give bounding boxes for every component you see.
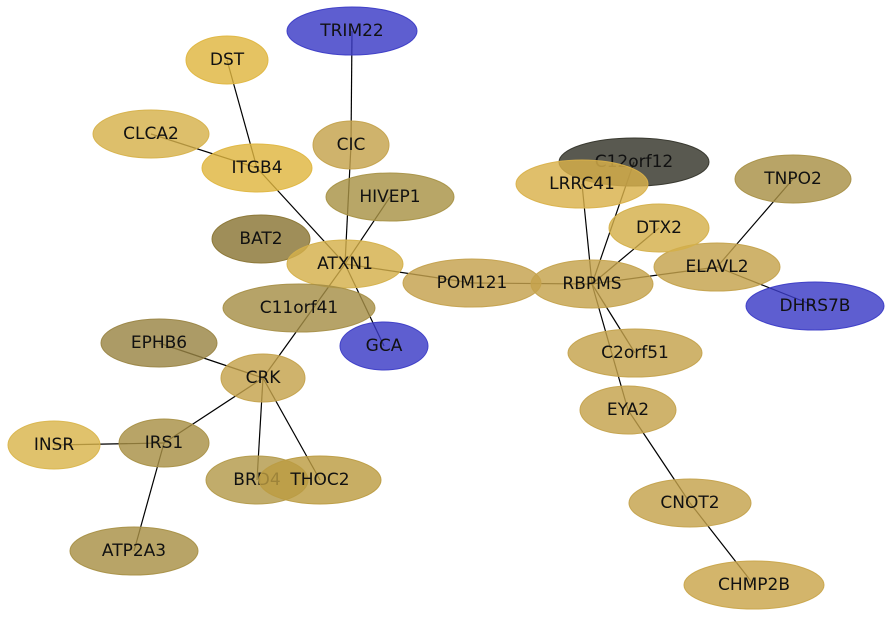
node-label: THOC2 [289,470,349,490]
node-thoc2[interactable]: THOC2 [258,455,382,505]
node-tnpo2[interactable]: TNPO2 [734,154,852,204]
node-ellipse [201,143,313,193]
node-label: DHRS7B [780,296,851,316]
node-label: TNPO2 [763,169,822,189]
node-ellipse [258,455,382,505]
node-ellipse [211,214,311,264]
node-pom121[interactable]: POM121 [402,258,542,308]
node-label: TRIM22 [319,21,384,41]
node-label: GCA [366,336,403,356]
node-itgb4[interactable]: ITGB4 [201,143,313,193]
node-atp2a3[interactable]: ATP2A3 [69,526,199,576]
node-trim22[interactable]: TRIM22 [286,6,418,56]
node-label: CHMP2B [718,575,790,595]
node-label: INSR [34,435,75,455]
node-label: EYA2 [607,400,649,420]
node-crk[interactable]: CRK [220,353,306,403]
node-atxn1[interactable]: ATXN1 [286,239,404,289]
node-label: CIC [337,135,366,155]
node-label: CLCA2 [123,124,179,144]
node-ellipse [734,154,852,204]
node-label: C11orf41 [260,298,339,318]
node-ellipse [653,242,781,292]
node-ellipse [92,109,210,159]
node-insr[interactable]: INSR [7,420,101,470]
node-label: ELAVL2 [685,257,748,277]
node-ellipse [7,420,101,470]
node-label: C2orf51 [601,343,669,363]
node-bat2[interactable]: BAT2 [211,214,311,264]
node-ellipse [100,318,218,368]
node-dst[interactable]: DST [185,35,269,85]
node-ellipse [118,418,210,468]
node-label: EPHB6 [131,333,187,353]
node-label: DTX2 [636,218,682,238]
node-c11orf41[interactable]: C11orf41 [222,283,376,333]
node-label: LRRC41 [549,174,615,194]
node-ellipse [185,35,269,85]
node-c2orf51[interactable]: C2orf51 [567,328,703,378]
node-ellipse [69,526,199,576]
node-label: RBPMS [562,274,621,294]
node-label: ITGB4 [231,158,282,178]
node-label: BAT2 [239,229,282,249]
node-dhrs7b[interactable]: DHRS7B [745,281,885,331]
node-ellipse [745,281,885,331]
node-ellipse [312,120,390,170]
node-label: POM121 [437,273,508,293]
node-ellipse [579,385,677,435]
node-cnot2[interactable]: CNOT2 [628,478,752,528]
node-rbpms[interactable]: RBPMS [530,259,654,309]
node-label: ATXN1 [317,254,373,274]
node-dtx2[interactable]: DTX2 [608,203,710,253]
node-ellipse [530,259,654,309]
node-gca[interactable]: GCA [339,321,429,371]
node-elavl2[interactable]: ELAVL2 [653,242,781,292]
node-label: CNOT2 [660,493,719,513]
node-ellipse [325,172,455,222]
node-ellipse [286,6,418,56]
node-label: HIVEP1 [359,187,420,207]
node-ellipse [628,478,752,528]
node-hivep1[interactable]: HIVEP1 [325,172,455,222]
node-label: CRK [246,368,282,388]
node-clca2[interactable]: CLCA2 [92,109,210,159]
node-label: IRS1 [145,433,183,453]
node-ellipse [339,321,429,371]
node-ellipse [222,283,376,333]
node-ellipse [286,239,404,289]
node-ellipse [683,560,825,610]
node-irs1[interactable]: IRS1 [118,418,210,468]
node-ellipse [220,353,306,403]
node-chmp2b[interactable]: CHMP2B [683,560,825,610]
node-lrrc41[interactable]: LRRC41 [515,159,649,209]
node-eya2[interactable]: EYA2 [579,385,677,435]
node-ellipse [567,328,703,378]
node-ephb6[interactable]: EPHB6 [100,318,218,368]
node-cic[interactable]: CIC [312,120,390,170]
node-label: ATP2A3 [102,541,166,561]
node-ellipse [515,159,649,209]
node-ellipse [608,203,710,253]
node-label: DST [210,50,245,70]
